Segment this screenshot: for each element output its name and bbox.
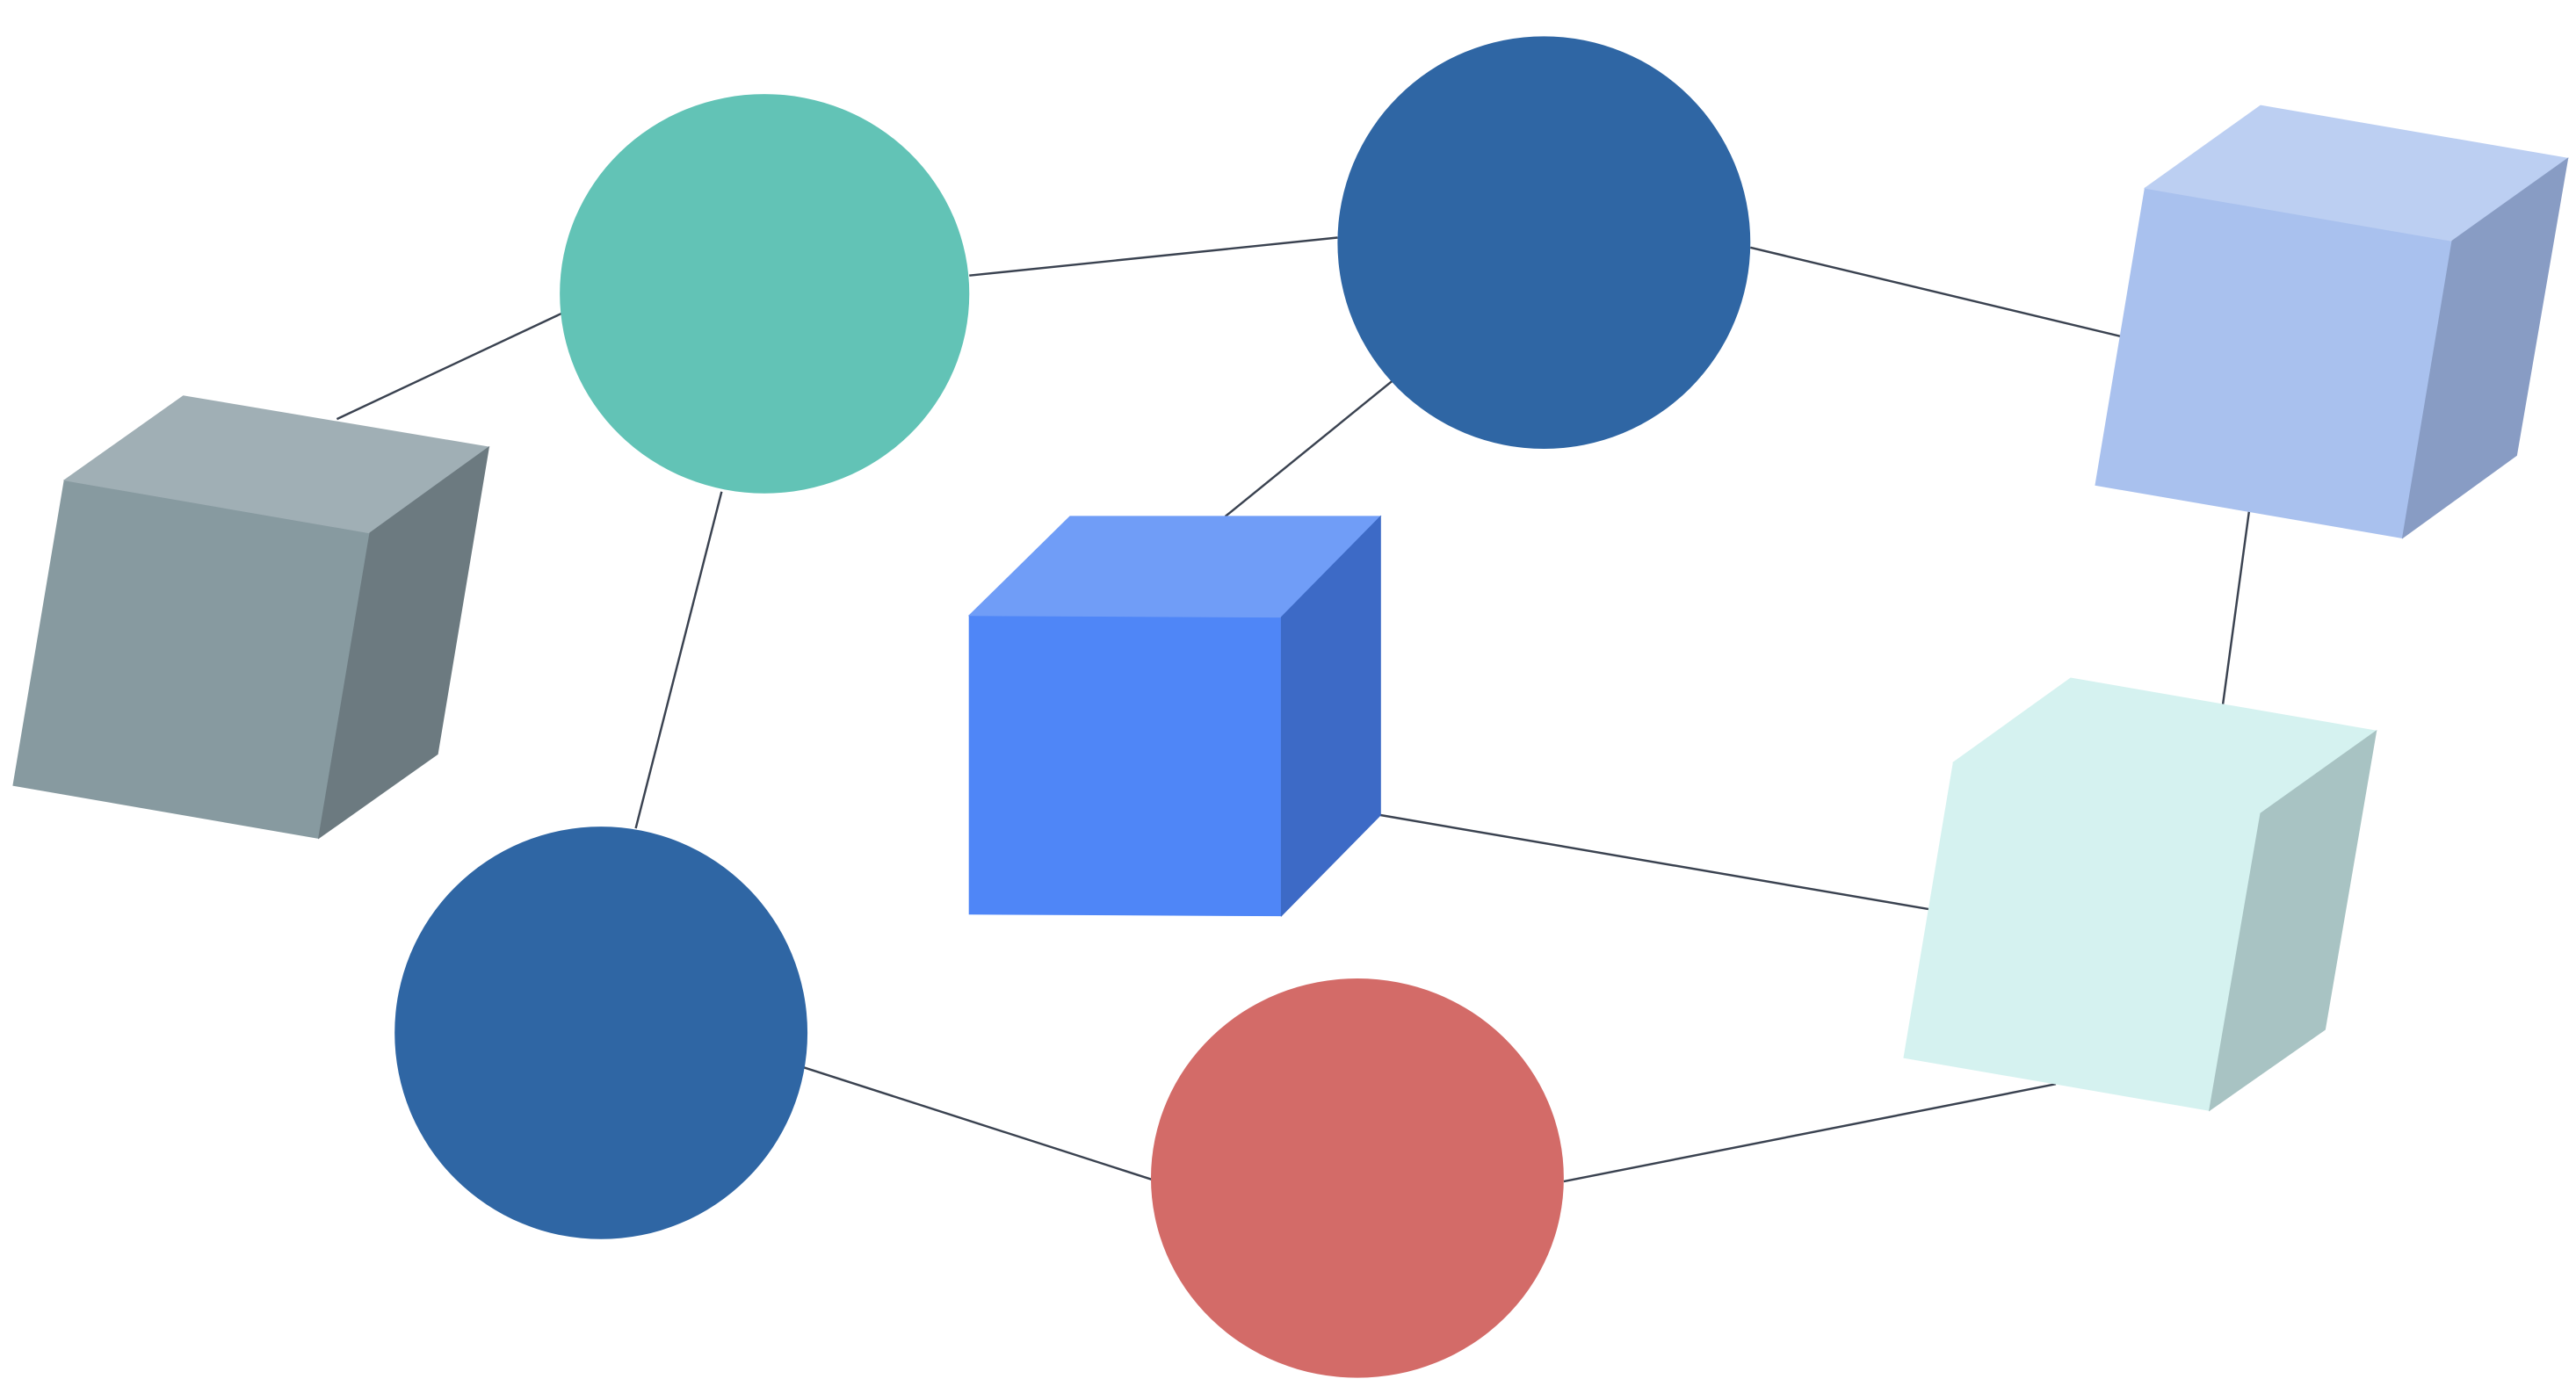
edge-light-blue-cube-to-pale-cyan-cube [2221, 511, 2251, 707]
edge-gray-cube-to-teal-circle [336, 312, 562, 421]
gray-cube-side-face [317, 445, 490, 840]
teal-circle-shape [560, 94, 970, 494]
node-blue-cube [967, 515, 1382, 917]
edges-layer [336, 236, 2251, 1183]
light-blue-cube-front-face [2095, 187, 2453, 539]
node-dark-blue-circle-top [1337, 36, 1751, 449]
edge-teal-circle-to-dark-blue-circle-top [969, 236, 1338, 277]
node-gray-cube [12, 395, 490, 840]
node-light-blue-cube [2095, 105, 2570, 539]
edge-red-circle-to-pale-cyan-cube [1563, 1083, 2057, 1183]
pale-cyan-cube-front-face [1903, 762, 2261, 1111]
light-blue-cube-side-face [2401, 157, 2569, 539]
edge-dark-blue-circle-bottom-to-red-circle [803, 1066, 1154, 1181]
node-red-circle [1151, 978, 1564, 1378]
node-dark-blue-circle-bottom [394, 827, 808, 1239]
edge-blue-cube-to-pale-cyan-cube [1380, 813, 1929, 911]
edge-dark-blue-circle-top-to-blue-cube [1224, 380, 1393, 517]
edge-dark-blue-circle-top-to-light-blue-cube [1749, 246, 2123, 338]
dark-blue-circle-top-shape [1337, 36, 1751, 449]
dark-blue-circle-bottom-shape [394, 827, 808, 1239]
blue-cube-side-face [1280, 515, 1381, 917]
pale-cyan-cube-side-face [2208, 729, 2377, 1112]
node-pale-cyan-cube [1903, 677, 2378, 1112]
node-teal-circle [560, 94, 970, 494]
edge-teal-circle-to-dark-blue-circle-bottom [634, 491, 723, 829]
nodes-layer [12, 36, 2570, 1378]
gray-cube-front-face [12, 480, 371, 839]
red-circle-shape [1151, 978, 1564, 1378]
blue-cube-front-face [968, 615, 1283, 917]
